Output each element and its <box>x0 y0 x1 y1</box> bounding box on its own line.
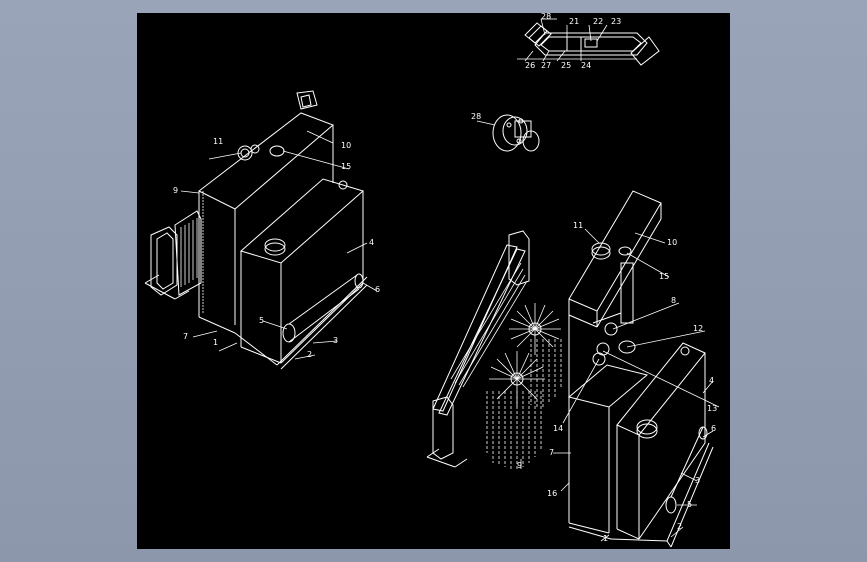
callout: 9 <box>517 461 522 470</box>
callout: 3 <box>333 336 338 345</box>
callouts-detail: 28 21 22 23 26 27 25 24 28 <box>471 13 621 121</box>
callout: 1 <box>603 534 608 543</box>
callout: 3 <box>695 476 700 485</box>
callout: 7 <box>183 332 188 341</box>
callout: 25 <box>561 61 571 70</box>
callout: 8 <box>671 296 676 305</box>
callout: 11 <box>213 137 223 146</box>
callout: 26 <box>525 61 535 70</box>
callout: 15 <box>659 272 669 281</box>
callout: 6 <box>711 424 716 433</box>
callout: 14 <box>553 424 563 433</box>
callout: 15 <box>341 162 351 171</box>
callout: 27 <box>541 61 551 70</box>
callout: 5 <box>259 316 264 325</box>
callout: 28 <box>541 13 551 21</box>
cad-drawing: 28 21 22 23 26 27 25 24 28 1 2 3 4 5 6 7… <box>144 13 720 548</box>
callout: 5 <box>687 500 692 509</box>
callout: 9 <box>173 186 178 195</box>
callout: 2 <box>677 522 682 531</box>
callout: 23 <box>611 17 621 26</box>
brush-bristles <box>486 339 562 469</box>
leader-lines <box>180 18 720 542</box>
callout: 22 <box>593 17 603 26</box>
callout: 11 <box>573 221 583 230</box>
brush-lower <box>489 351 545 407</box>
callout: 13 <box>707 404 717 413</box>
callout: 28 <box>471 112 481 121</box>
callout: 12 <box>693 324 703 333</box>
cad-drawing-viewport[interactable]: 28 21 22 23 26 27 25 24 28 1 2 3 4 5 6 7… <box>137 13 730 549</box>
callouts-left-view: 1 2 3 4 5 6 7 9 10 11 15 <box>173 137 380 359</box>
callout: 24 <box>581 61 591 70</box>
detail-coupling <box>476 114 540 152</box>
assembly-view-left <box>144 90 368 370</box>
callout: 7 <box>549 448 554 457</box>
callouts-right-view: 1 2 3 4 5 6 7 8 9 10 11 12 13 14 15 16 <box>517 221 717 543</box>
brush-upper <box>509 303 561 355</box>
callout: 2 <box>307 350 312 359</box>
callout: 16 <box>547 489 557 498</box>
callout: 21 <box>569 17 579 26</box>
callout: 4 <box>369 238 374 247</box>
assembly-view-right <box>426 190 714 548</box>
detail-frame-assembly <box>517 18 660 66</box>
callout: 10 <box>341 141 351 150</box>
callout: 4 <box>709 376 714 385</box>
callout: 10 <box>667 238 677 247</box>
callout: 6 <box>375 285 380 294</box>
callout: 1 <box>213 338 218 347</box>
